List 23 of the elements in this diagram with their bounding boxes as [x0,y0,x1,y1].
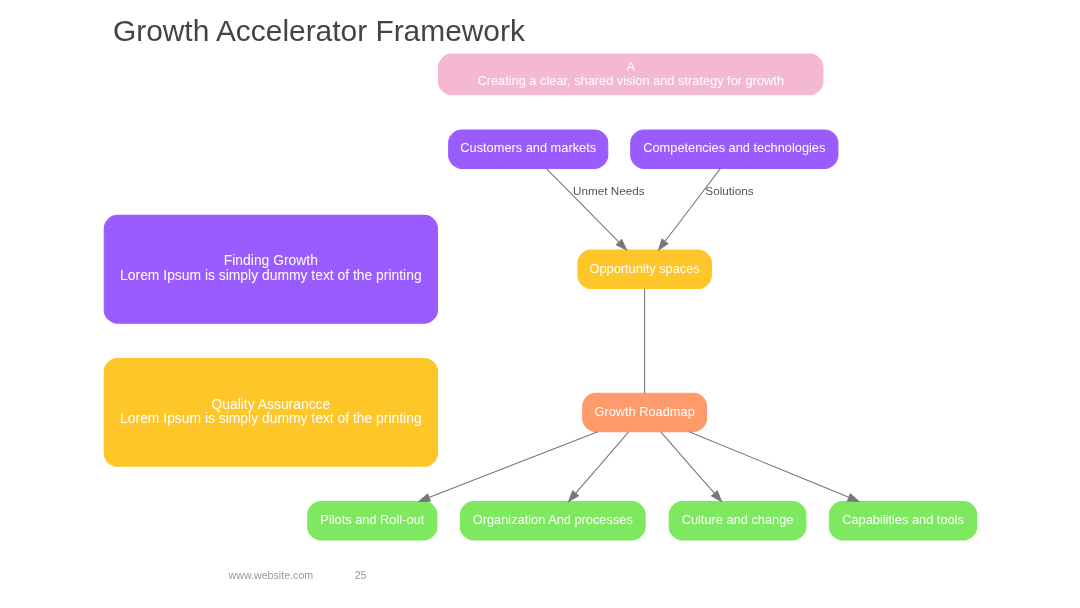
node-box: Growth Roadmap [581,392,707,433]
node-box: A Creating a clear, shared vision and strategy for growth [437,53,823,96]
node-box: Organization And processes [459,501,646,541]
arrow [567,431,629,503]
label: www.website.com [228,568,313,581]
arrow [545,168,628,252]
arrow [659,431,723,503]
edge-label: Solutions [704,183,754,197]
diagram-title: Growth Accelerator Framework [112,13,525,47]
node-box: Competencies and technologies [629,129,838,169]
label: 25 [354,568,366,581]
node-box: Capabilities and tools [828,501,977,541]
node-box: Culture and change [668,501,806,541]
connector [643,288,645,394]
arrow [416,431,598,503]
arrow [657,168,721,252]
node-box: Pilots and Roll-out [306,501,437,541]
node-box: Customers and markets [447,129,608,169]
node-box: Finding Growth Lorem Ipsum is simply dummy text of the printing [103,214,438,324]
node-box: Opportunity spaces [576,249,712,290]
arrow [688,431,860,503]
edge-label: Unmet Needs [572,183,645,197]
node-box: Quality Assurancce Lorem Ipsum is simply dummy text of the printing [103,357,438,467]
